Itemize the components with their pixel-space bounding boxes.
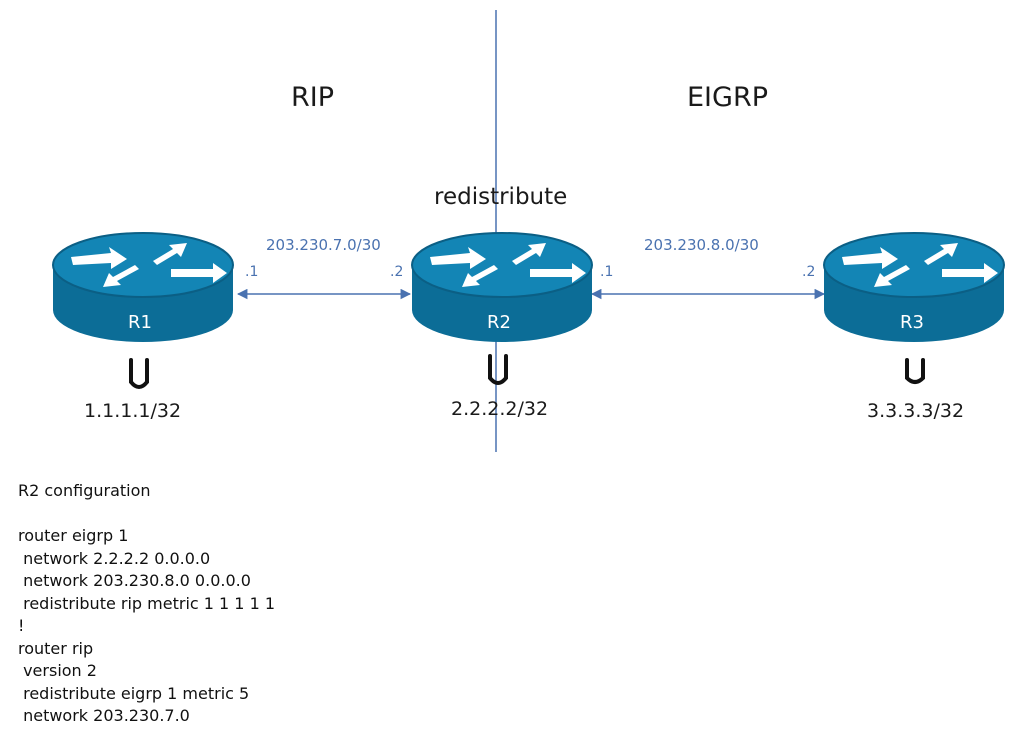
- config-line: version 2: [18, 661, 97, 680]
- r3-loopback-address: 3.3.3.3/32: [867, 400, 965, 422]
- config-title: R2 configuration: [18, 481, 151, 500]
- router-r1-label: R1: [128, 312, 152, 333]
- config-line: router rip: [18, 638, 94, 658]
- subnet-r2-r3: 203.230.8.0/30: [644, 236, 759, 254]
- redistribute-label: redistribute: [434, 184, 568, 210]
- r2-left-interface-label: .2: [390, 264, 404, 280]
- router-r3-label: R3: [900, 312, 924, 333]
- loopback-r2-icon: [488, 354, 508, 385]
- r2-right-interface-label: .1: [600, 264, 614, 280]
- rip-zone-label: RIP: [291, 82, 335, 113]
- r1-interface-label: .1: [245, 264, 259, 280]
- r2-configuration: R2 configuration router eigrp 1 network …: [18, 480, 275, 728]
- config-line: network 203.230.8.0 0.0.0.0: [18, 571, 251, 590]
- network-diagram: [52, 10, 1005, 452]
- config-line: network 2.2.2.2 0.0.0.0: [18, 548, 211, 568]
- subnet-r1-r2: 203.230.7.0/30: [266, 236, 381, 254]
- loopback-r1-icon: [129, 358, 149, 389]
- router-r2-label: R2: [487, 312, 511, 333]
- r3-interface-label: .2: [802, 264, 816, 280]
- r2-loopback-address: 2.2.2.2/32: [451, 398, 549, 420]
- config-line: network 203.230.7.0: [18, 706, 190, 725]
- r1-loopback-address: 1.1.1.1/32: [84, 400, 182, 422]
- config-line: router eigrp 1: [18, 526, 129, 545]
- config-line: redistribute rip metric 1 1 1 1 1: [18, 593, 276, 613]
- config-line: !: [18, 616, 25, 635]
- config-line: redistribute eigrp 1 metric 5: [18, 683, 250, 703]
- eigrp-zone-label: EIGRP: [687, 82, 768, 113]
- loopback-r3-icon: [905, 358, 925, 384]
